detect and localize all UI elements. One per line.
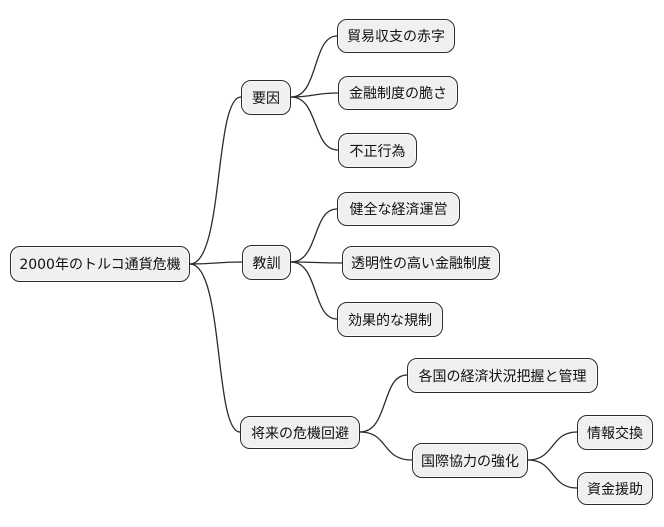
node-effective-regulation[interactable]: 効果的な規制 <box>337 302 443 337</box>
node-root[interactable]: 2000年のトルコ通貨危機 <box>10 246 190 282</box>
connector-root-factors <box>189 96 242 265</box>
node-international-cooperation[interactable]: 国際協力の強化 <box>412 443 528 478</box>
connector-future-intl <box>359 431 413 461</box>
connector-root-future <box>189 263 241 433</box>
node-financial-fragility[interactable]: 金融制度の脆さ <box>338 76 458 110</box>
node-trade-deficit[interactable]: 貿易収支の赤字 <box>337 19 455 53</box>
connector-root-lessons <box>189 261 243 265</box>
node-lessons[interactable]: 教訓 <box>242 245 291 280</box>
node-misconduct[interactable]: 不正行為 <box>338 133 417 168</box>
connector-intl-info <box>527 431 578 461</box>
connector-lessons-regulation <box>290 261 338 320</box>
node-financial-aid[interactable]: 資金援助 <box>577 472 653 505</box>
node-factors[interactable]: 要因 <box>241 80 291 115</box>
connector-factors-misconduct <box>290 96 339 151</box>
connector-factors-trade <box>290 35 338 98</box>
node-sound-economy[interactable]: 健全な経済運営 <box>337 192 460 226</box>
node-information-exchange[interactable]: 情報交換 <box>577 415 653 450</box>
connector-intl-funds <box>527 459 578 489</box>
connector-lessons-sound <box>290 208 338 263</box>
node-transparent-finance[interactable]: 透明性の高い金融制度 <box>342 246 500 280</box>
connector-factors-finance <box>290 92 339 98</box>
connector-future-monitor <box>359 374 408 433</box>
connector-lessons-transparent <box>290 261 343 264</box>
node-economic-monitoring[interactable]: 各国の経済状況把握と管理 <box>407 358 598 393</box>
node-future-crisis-avoidance[interactable]: 将来の危機回避 <box>240 416 360 449</box>
